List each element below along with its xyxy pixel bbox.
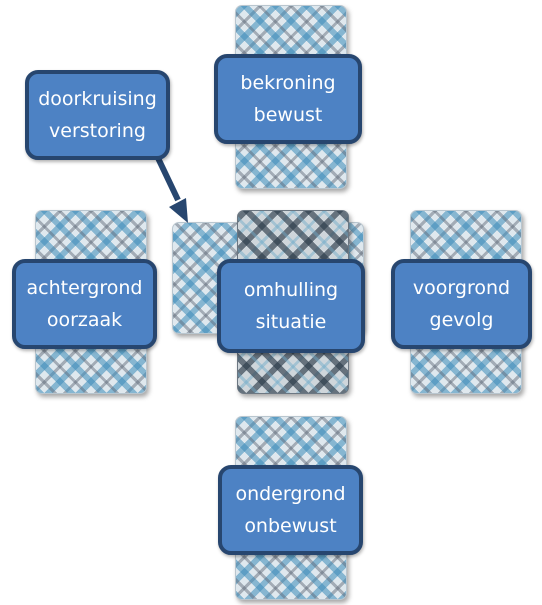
label-line: bekroning [240,72,336,94]
label-bekroning: bekroning bewust [214,54,362,144]
label-line: voorgrond [412,277,511,299]
label-line: omhulling [243,279,339,301]
label-line: oorzaak [46,309,123,331]
label-line: doorkruising [38,88,157,110]
label-line: situatie [255,311,327,333]
label-line: bewust [253,104,323,126]
label-line: verstoring [49,120,146,142]
label-achtergrond: achtergrond oorzaak [12,259,157,349]
label-line: achtergrond [26,277,143,299]
label-doorkruising: doorkruising verstoring [25,70,170,160]
label-line: ondergrond [235,483,346,505]
label-omhulling: omhulling situatie [217,259,365,353]
label-line: onbewust [244,515,337,537]
label-voorgrond: voorgrond gevolg [391,259,532,349]
label-ondergrond: ondergrond onbewust [218,465,363,555]
label-line: gevolg [429,309,494,331]
